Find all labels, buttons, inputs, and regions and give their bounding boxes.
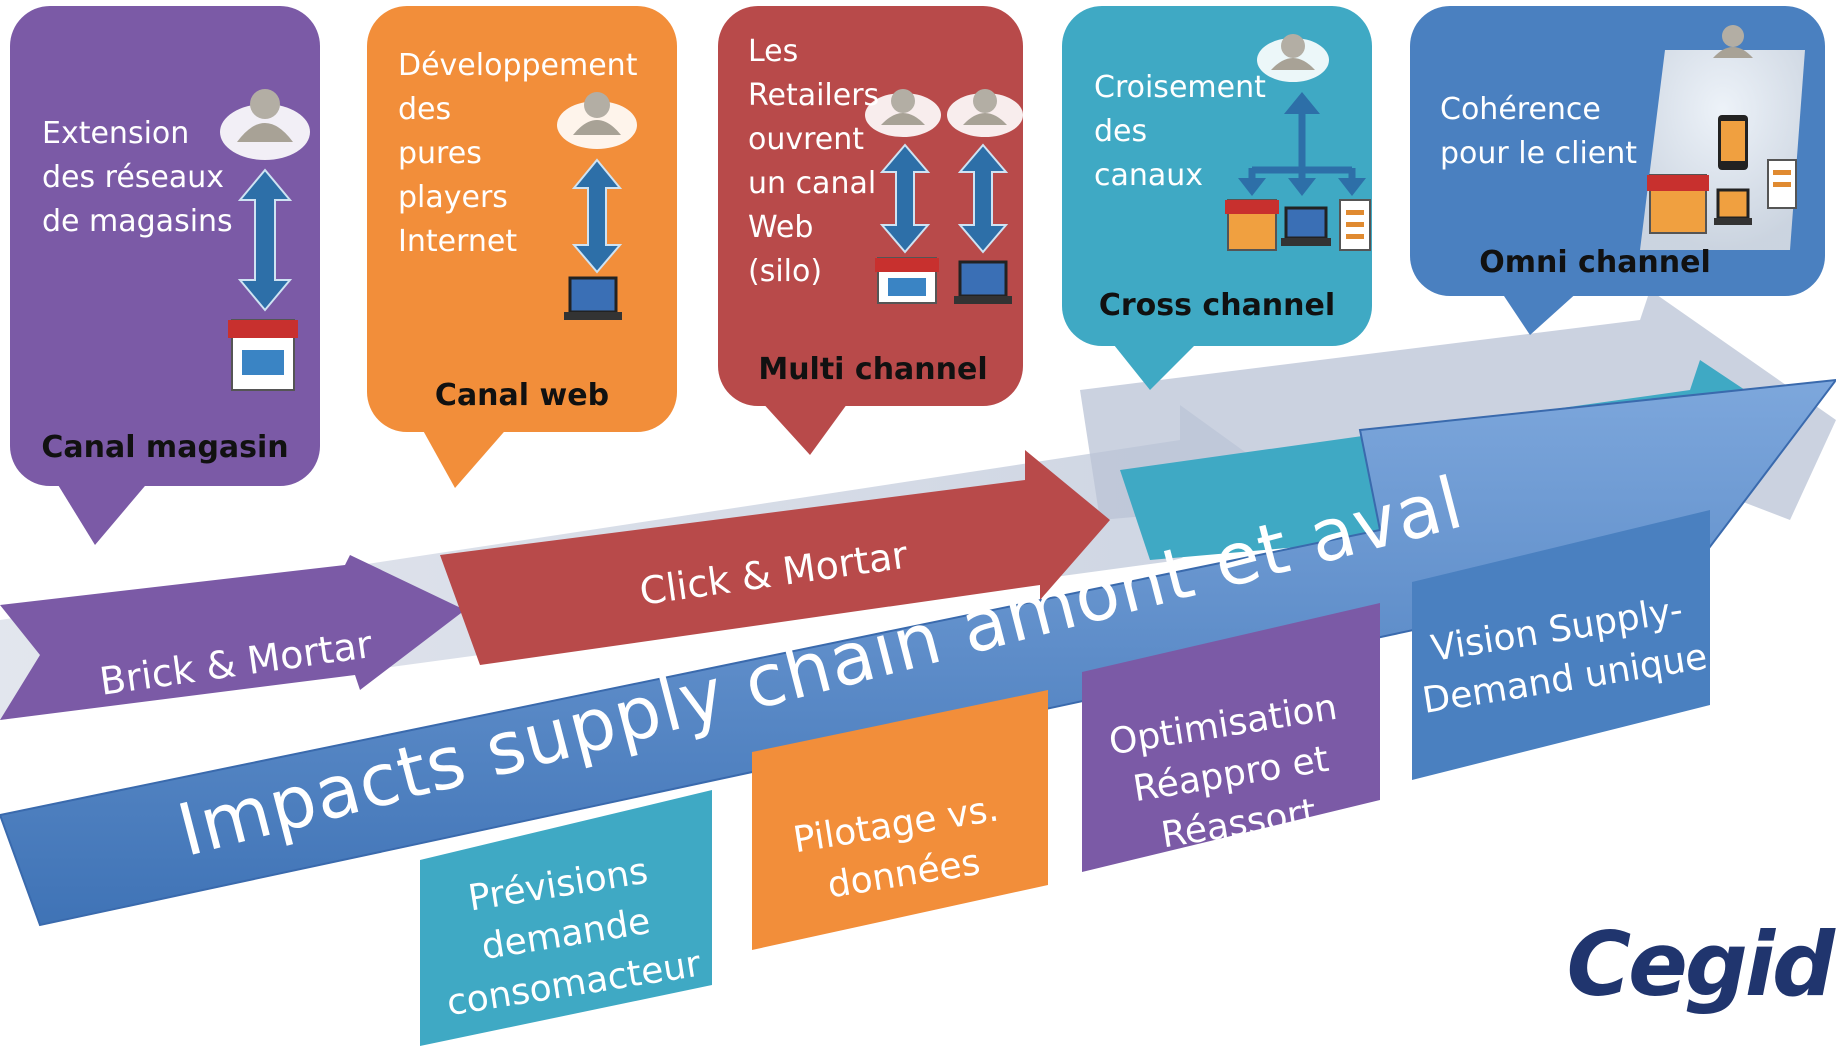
store-icon bbox=[1647, 174, 1709, 234]
bubble-line: Retailers bbox=[748, 78, 880, 113]
smartphone-icon bbox=[1718, 115, 1748, 170]
stage-arrow-brick bbox=[0, 555, 465, 720]
bubble-4-title: Cross channel bbox=[1098, 288, 1336, 323]
bubble-line: Développement bbox=[398, 48, 638, 83]
bubble-5-text: Cohérence pour le client bbox=[1440, 88, 1637, 176]
catalog-icon bbox=[1339, 199, 1371, 251]
laptop-cart-icon bbox=[1281, 206, 1331, 246]
bubble-2-text: Développement des pures players Internet bbox=[398, 44, 637, 264]
double-arrow-icon bbox=[571, 158, 623, 274]
impact-box-4 bbox=[1412, 510, 1710, 780]
bubble-line: Web bbox=[748, 210, 814, 245]
double-arrow-icon bbox=[957, 143, 1009, 254]
laptop-cart-icon bbox=[564, 276, 622, 320]
impact-box-3 bbox=[1082, 603, 1380, 872]
bubble-line: Internet bbox=[398, 224, 518, 259]
bubble-line: pures bbox=[398, 136, 482, 171]
bubble-3 bbox=[718, 6, 1023, 455]
bubble-line: Croisement bbox=[1094, 70, 1266, 105]
stage-arrow-click bbox=[440, 450, 1110, 665]
person-icon bbox=[557, 92, 637, 149]
bubble-line: ouvrent bbox=[748, 122, 865, 157]
bubble-1-text: Extension des réseaux de magasins bbox=[42, 112, 233, 244]
double-arrow-icon bbox=[879, 143, 931, 254]
store-icon bbox=[875, 257, 939, 304]
person-icon bbox=[220, 89, 310, 160]
laptop-cart-icon bbox=[1714, 188, 1752, 225]
bubble-3-text: Les Retailers ouvrent un canal Web (silo… bbox=[748, 30, 879, 294]
bubble-line: des réseaux bbox=[42, 160, 225, 195]
store-icon bbox=[228, 319, 298, 391]
impact-box-1 bbox=[420, 790, 712, 1046]
person-icon bbox=[865, 89, 941, 137]
bubble-1-title: Canal magasin bbox=[41, 430, 289, 465]
catalog-icon bbox=[1767, 159, 1797, 209]
store-icon bbox=[1225, 199, 1279, 251]
cegid-logo: Cegid bbox=[1566, 913, 1835, 1016]
bubble-line: (silo) bbox=[748, 254, 823, 289]
bubble-line: un canal bbox=[748, 166, 877, 201]
bubble-line: des bbox=[398, 92, 452, 127]
person-icon bbox=[1713, 25, 1753, 58]
bubble-line: canaux bbox=[1094, 158, 1204, 193]
bubble-line: Cohérence bbox=[1440, 92, 1601, 127]
bubble-line: Les bbox=[748, 34, 799, 69]
person-icon bbox=[1257, 34, 1329, 82]
impact-box-2 bbox=[752, 690, 1048, 950]
bubble-4-text: Croisement des canaux bbox=[1094, 66, 1266, 198]
bubble-3-title: Multi channel bbox=[758, 352, 988, 387]
double-arrow-icon bbox=[237, 168, 293, 312]
bubble-line: Extension bbox=[42, 116, 190, 151]
bubble-line: des bbox=[1094, 114, 1148, 149]
bubble-5-title: Omni channel bbox=[1479, 245, 1711, 280]
bubble-line: de magasins bbox=[42, 204, 233, 239]
bubble-4 bbox=[1062, 6, 1372, 390]
laptop-cart-icon bbox=[954, 260, 1012, 304]
bubble-line: pour le client bbox=[1440, 136, 1638, 171]
bubble-2-title: Canal web bbox=[434, 378, 610, 413]
bubble-line: players bbox=[398, 180, 508, 215]
person-icon bbox=[947, 89, 1023, 137]
